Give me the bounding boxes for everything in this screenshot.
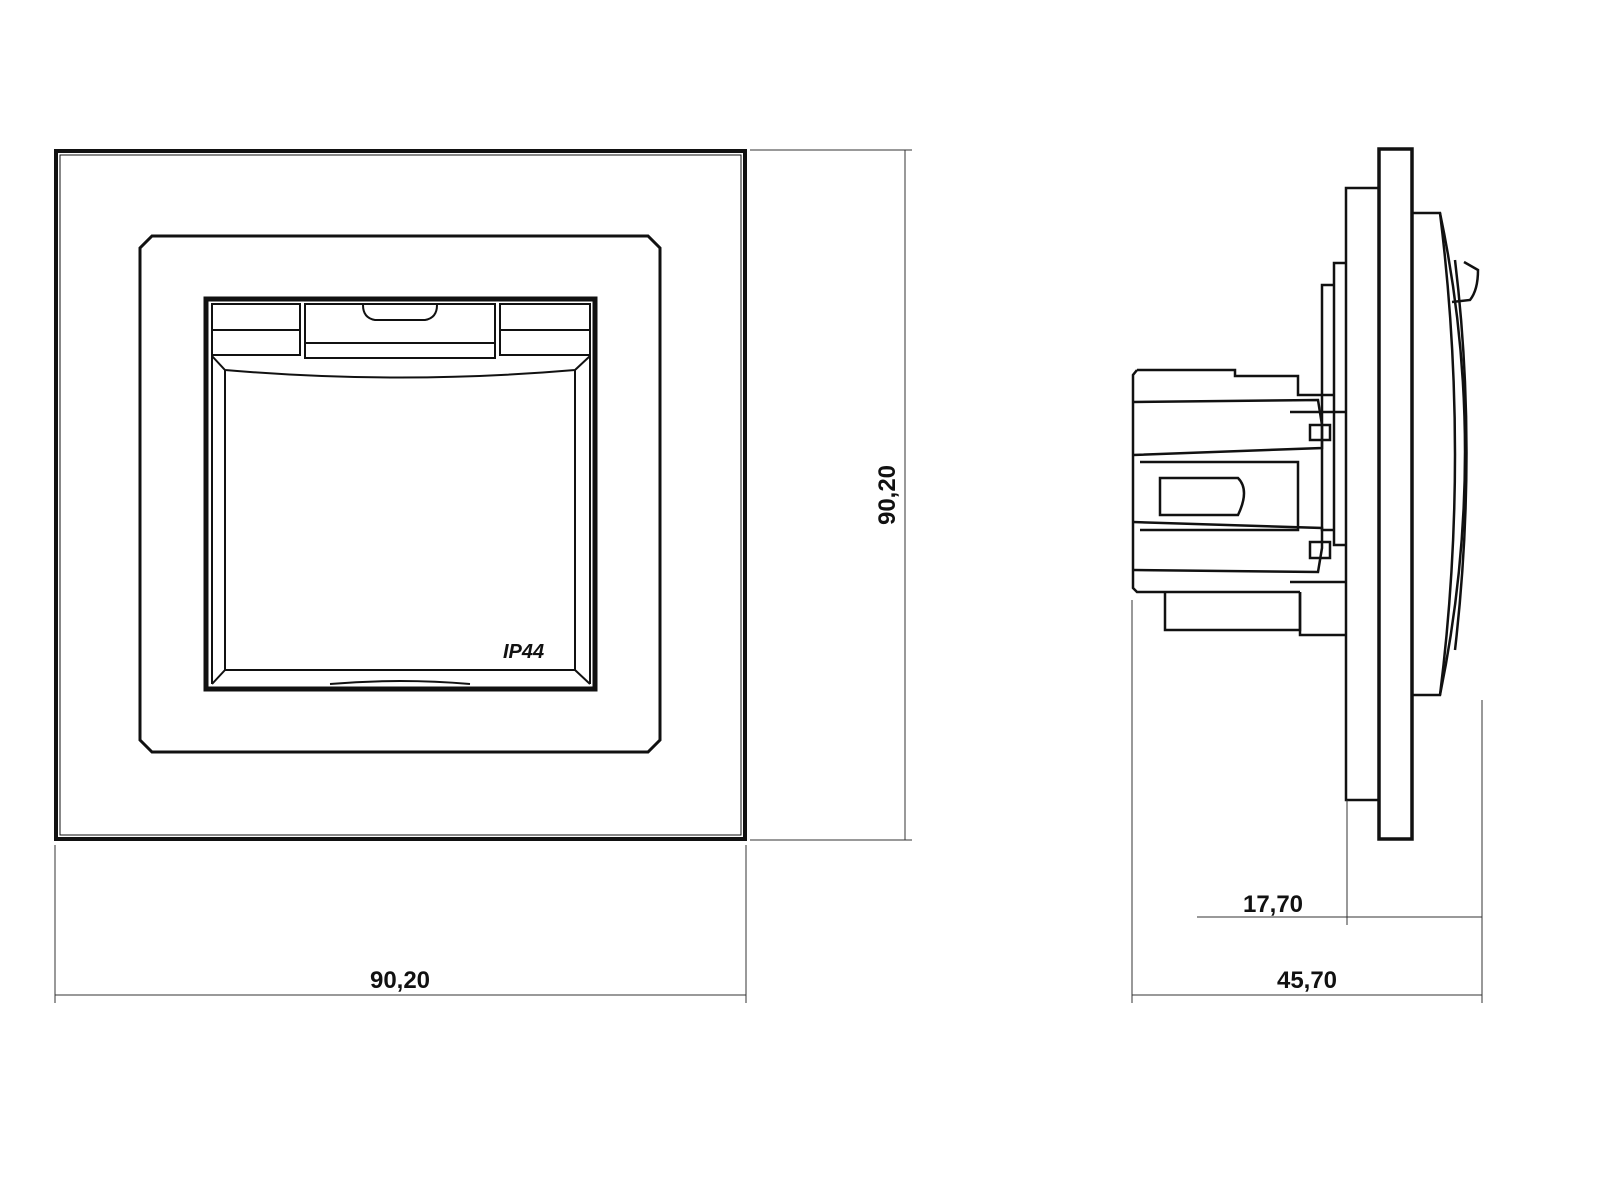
height-dimension-label: 90,20 (874, 465, 901, 525)
side-view (1131, 147, 1480, 841)
front-dimensions (54, 149, 912, 1003)
side-cover (1413, 211, 1467, 697)
protrusion-dimension-label: 17,70 (1243, 891, 1303, 918)
ip44-mark: IP44 (503, 641, 544, 663)
outer-frame (54, 149, 747, 841)
side-body (1137, 368, 1334, 397)
side-dimensions (1131, 600, 1483, 1003)
socket-flap (211, 303, 591, 685)
width-dimension-label: 90,20 (370, 967, 430, 994)
side-plate (1344, 186, 1381, 802)
socket-window (203, 296, 598, 692)
front-view: IP44 (54, 149, 747, 841)
depth-dimension-label: 45,70 (1277, 967, 1337, 994)
inner-plate (138, 234, 662, 754)
side-frame (1377, 147, 1414, 841)
